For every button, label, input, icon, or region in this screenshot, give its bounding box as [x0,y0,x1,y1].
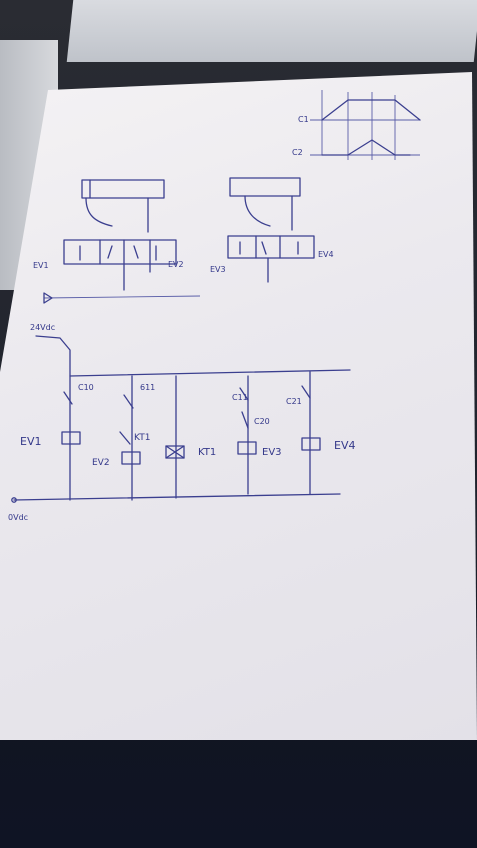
contact-c21-label: C21 [286,397,302,406]
paper-sheet [0,72,477,740]
coil-ev1 [61,431,81,445]
pneumatic-cylinder-1: EV1 EV2 [33,179,184,291]
contact-c20-label: C20 [254,417,270,426]
coil-ev2-label: EV2 [92,458,110,468]
coil-ev2 [121,451,141,465]
coil-ev3-label: EV3 [262,447,282,458]
pneu-ev2-label: EV2 [168,260,184,269]
contact-c10-label: C10 [78,383,94,392]
coil-ev3 [237,441,257,455]
coil-kt1-label: KT1 [198,447,216,458]
contact-kt1-label: KT1 [134,433,150,443]
pneu-ev4-label: EV4 [318,250,334,259]
contact-c11-label: C11 [232,393,248,402]
coil-ev4-label: EV4 [334,439,355,452]
contact-611-label: 611 [140,383,155,392]
motion-diagram: C1 C2 [292,90,421,160]
supply-24v-label: 24Vdc [30,323,55,332]
ladder-diagram: 24Vdc 0Vdc C10 611 C11 [8,323,355,522]
coil-ev1-label: EV1 [20,435,41,448]
coil-kt1 [165,445,185,459]
coil-ev4 [301,437,321,451]
chart-c1-label: C1 [298,115,309,124]
pneu-ev3-label: EV3 [210,265,226,274]
pneu-ev1-label: EV1 [33,261,49,270]
chart-c2-label: C2 [292,148,303,157]
pneumatic-cylinder-2: EV3 EV4 [210,177,334,283]
supply-0v-label: 0Vdc [8,513,28,522]
